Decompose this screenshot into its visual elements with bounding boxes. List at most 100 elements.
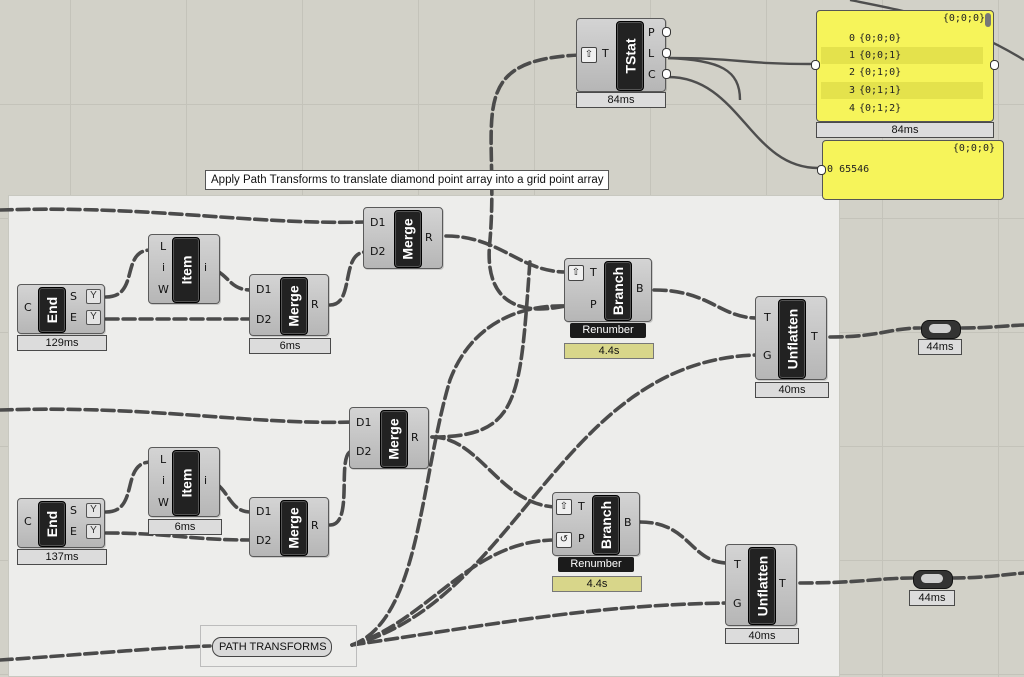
- panel-row: 0{0;0;0}: [848, 33, 902, 44]
- branch1-component[interactable]: ⇧ T P Branch B: [564, 258, 652, 322]
- unflatten1-component[interactable]: T G Unflatten T: [755, 296, 827, 380]
- unflatten1-input-t[interactable]: T: [764, 311, 771, 324]
- merge3-input-d1[interactable]: D1: [256, 505, 272, 518]
- merge3-input-d2[interactable]: D2: [256, 534, 272, 547]
- branch2-time: 4.4s: [552, 576, 642, 592]
- merge1-input-d2[interactable]: D2: [256, 313, 272, 326]
- end1-nickname: End: [38, 287, 66, 333]
- end2-input-c[interactable]: C: [24, 515, 32, 528]
- branch1-input-p[interactable]: P: [590, 298, 597, 311]
- path-transforms-param[interactable]: PATH TRANSFORMS: [212, 637, 332, 657]
- panel-top-scrollbar[interactable]: [985, 13, 991, 27]
- panel-row: 4{0;1;2}: [848, 103, 902, 114]
- unflatten2-time: 40ms: [725, 628, 799, 644]
- merge1-input-d1[interactable]: D1: [256, 283, 272, 296]
- panel-row: 3{0;1;1}: [821, 82, 983, 99]
- unflatten2-input-t[interactable]: T: [734, 558, 741, 571]
- relay2-time: 44ms: [909, 590, 955, 606]
- merge2-nickname: Merge: [394, 210, 422, 268]
- panel-top-output-grip[interactable]: [990, 60, 999, 70]
- unflatten2-component[interactable]: T G Unflatten T: [725, 544, 797, 626]
- merge1-output-r[interactable]: R: [311, 298, 319, 311]
- merge4-input-d1[interactable]: D1: [356, 416, 372, 429]
- wire-tstat-p-panel: [667, 56, 813, 66]
- path-transforms-frame: [200, 625, 357, 667]
- graft-y-icon[interactable]: Y: [86, 310, 101, 325]
- end1-component[interactable]: C End S E Y Y: [17, 284, 105, 334]
- up-arrow-icon[interactable]: ⇧: [568, 265, 584, 281]
- relay1-time: 44ms: [918, 339, 962, 355]
- item1-output-i[interactable]: i: [204, 261, 208, 274]
- unflatten2-input-g[interactable]: G: [733, 597, 742, 610]
- merge1-time: 6ms: [249, 338, 331, 354]
- end2-component[interactable]: C End S E Y Y: [17, 498, 105, 548]
- tstat-nickname: TStat: [616, 21, 644, 91]
- panel-bottom[interactable]: {0;0;0} 0 65546: [822, 140, 1004, 200]
- merge1-component[interactable]: D1 D2 Merge R: [249, 274, 329, 336]
- end2-output-e[interactable]: E: [70, 525, 77, 538]
- item1-input-w[interactable]: W: [158, 283, 169, 296]
- panel-bottom-header: {0;0;0}: [952, 143, 995, 154]
- merge2-output-r[interactable]: R: [425, 231, 433, 244]
- merge2-input-d2[interactable]: D2: [370, 245, 386, 258]
- end1-input-c[interactable]: C: [24, 301, 32, 314]
- branch1-output-b[interactable]: B: [636, 282, 644, 295]
- item1-component[interactable]: L i W Item i: [148, 234, 220, 304]
- item1-nickname: Item: [172, 237, 200, 303]
- panel-bottom-input-grip[interactable]: [817, 165, 826, 175]
- item2-input-i[interactable]: i: [162, 474, 166, 487]
- panel-top-time: 84ms: [816, 122, 994, 138]
- merge3-output-r[interactable]: R: [311, 519, 319, 532]
- item2-output-i[interactable]: i: [204, 474, 208, 487]
- item2-input-l[interactable]: L: [160, 453, 167, 466]
- end2-output-s[interactable]: S: [70, 504, 77, 517]
- branch2-component[interactable]: ⇧ T ↺ P Branch B: [552, 492, 640, 556]
- end2-nickname: End: [38, 501, 66, 547]
- branch2-output-b[interactable]: B: [624, 516, 632, 529]
- branch2-input-t[interactable]: T: [578, 500, 585, 513]
- unflatten1-output-t[interactable]: T: [811, 330, 818, 343]
- relay2[interactable]: [913, 570, 953, 589]
- merge4-input-d2[interactable]: D2: [356, 445, 372, 458]
- graft-y-icon[interactable]: Y: [86, 289, 101, 304]
- item1-input-i[interactable]: i: [162, 261, 166, 274]
- merge3-component[interactable]: D1 D2 Merge R: [249, 497, 329, 557]
- merge4-component[interactable]: D1 D2 Merge R: [349, 407, 429, 469]
- unflatten2-output-t[interactable]: T: [779, 577, 786, 590]
- reverse-icon[interactable]: ↺: [556, 532, 572, 548]
- tstat-grip-c[interactable]: [662, 69, 671, 79]
- panel-top-input-grip[interactable]: [811, 60, 820, 70]
- item2-time: 6ms: [148, 519, 222, 535]
- unflatten1-input-g[interactable]: G: [763, 349, 772, 362]
- tstat-grip-p[interactable]: [662, 27, 671, 37]
- item1-input-l[interactable]: L: [160, 240, 167, 253]
- graft-y-icon[interactable]: Y: [86, 503, 101, 518]
- merge4-output-r[interactable]: R: [411, 431, 419, 444]
- end1-output-s[interactable]: S: [70, 290, 77, 303]
- merge2-component[interactable]: D1 D2 Merge R: [363, 207, 443, 269]
- tstat-input-t[interactable]: T: [602, 47, 609, 60]
- wire-tstat-c-panel: [667, 75, 819, 170]
- tstat-time: 84ms: [576, 92, 666, 108]
- relay1[interactable]: [921, 320, 961, 339]
- tstat-output-c[interactable]: C: [648, 68, 656, 81]
- tstat-component[interactable]: ⇧ T TStat P L C: [576, 18, 671, 92]
- tstat-grip-l[interactable]: [662, 48, 671, 58]
- branch1-input-t[interactable]: T: [590, 266, 597, 279]
- unflatten2-nickname: Unflatten: [748, 547, 776, 625]
- up-arrow-icon[interactable]: ⇧: [556, 499, 572, 515]
- wire-relay2-out: [950, 571, 1024, 580]
- tstat-output-l[interactable]: L: [648, 47, 655, 60]
- item2-component[interactable]: L i W Item i: [148, 447, 220, 517]
- item2-input-w[interactable]: W: [158, 496, 169, 509]
- unflatten1-nickname: Unflatten: [778, 299, 806, 379]
- end1-output-e[interactable]: E: [70, 311, 77, 324]
- end2-time: 137ms: [17, 549, 107, 565]
- wire-relay1-out: [960, 323, 1024, 330]
- tstat-output-p[interactable]: P: [648, 26, 655, 39]
- graft-y-icon[interactable]: Y: [86, 524, 101, 539]
- panel-top[interactable]: {0;0;0} 0{0;0;0} 1{0;0;1} 2{0;1;0} 3{0;1…: [816, 10, 994, 122]
- up-arrow-icon[interactable]: ⇧: [581, 47, 597, 63]
- branch2-input-p[interactable]: P: [578, 532, 585, 545]
- merge2-input-d1[interactable]: D1: [370, 216, 386, 229]
